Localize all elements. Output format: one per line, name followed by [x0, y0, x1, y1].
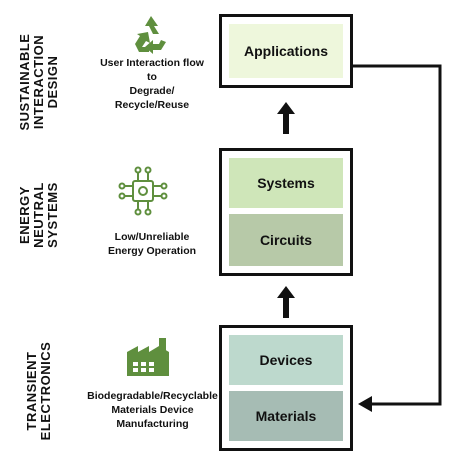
block-devices: Devices: [229, 335, 343, 385]
microchip-network-icon: [118, 166, 168, 216]
block-systems: Systems: [229, 158, 343, 208]
description-sustainable-interaction: User Interaction flow to Degrade/ Recycl…: [100, 57, 204, 111]
description-transient-electronics: Biodegradable/Recyclable Materials Devic…: [87, 390, 218, 430]
description-energy-neutral: Low/Unreliable Energy Operation: [107, 231, 197, 257]
arrow-circuits-to-applications: [277, 102, 295, 134]
factory-icon: [127, 338, 169, 376]
block-circuits: Circuits: [229, 214, 343, 266]
block-materials: Materials: [229, 391, 343, 441]
frame-applications: Applications: [219, 14, 353, 88]
frame-devices-materials: Devices Materials: [219, 325, 353, 451]
arrow-devices-to-circuits: [277, 286, 295, 318]
block-applications: Applications: [229, 24, 343, 78]
recycle-icon: [135, 16, 166, 54]
frame-systems-circuits: Systems Circuits: [219, 148, 353, 276]
